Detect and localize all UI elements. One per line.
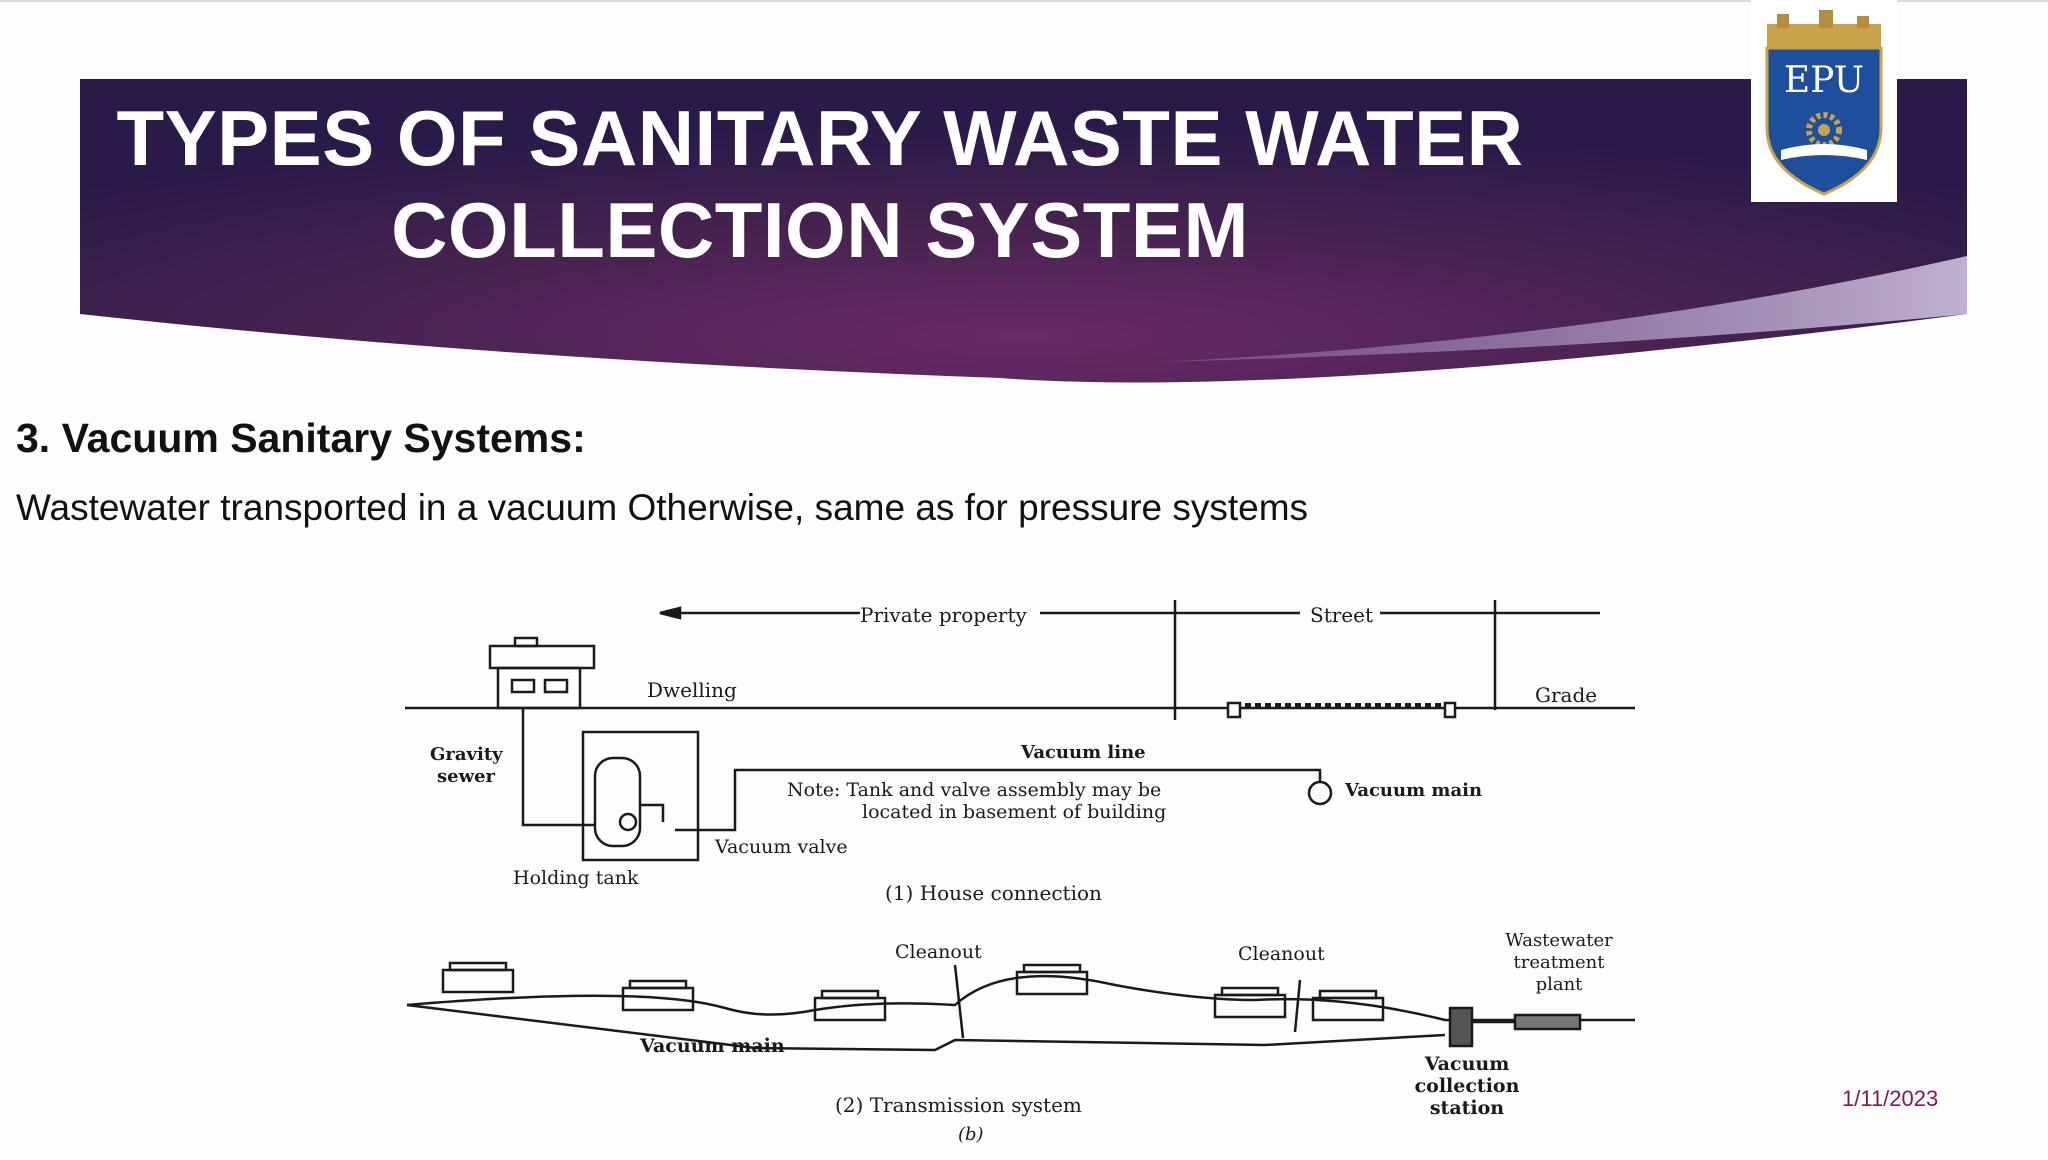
- slide-date: 1/11/2023: [1842, 1086, 1939, 1111]
- private-property-label: Private property: [860, 603, 1028, 627]
- vacuum-main-top-label: Vacuum main: [1344, 780, 1482, 801]
- vacuum-main-pipe: [406, 1003, 1446, 1052]
- vacuum-line-label: Vacuum line: [1020, 742, 1146, 763]
- street-label: Street: [1310, 603, 1373, 627]
- house-connection-caption: (1) House connection: [885, 881, 1102, 905]
- logo-text: EPU: [1784, 60, 1864, 101]
- wwtp-line-3: plant: [1536, 974, 1584, 995]
- slide-title-line-1: TYPES OF SANITARY WASTE WATER: [116, 94, 1524, 182]
- transmission-caption: (2) Transmission system: [835, 1093, 1082, 1117]
- dwelling: [488, 636, 596, 710]
- epu-logo: EPU: [1751, 0, 1897, 202]
- station-line-2: collection: [1415, 1075, 1520, 1097]
- tank-enclosure: [581, 730, 700, 862]
- note-line-1: Note: Tank and valve assembly may be: [787, 779, 1161, 801]
- part-label: (b): [958, 1124, 984, 1145]
- section-body: Wastewater transported in a vacuum Other…: [16, 487, 1309, 528]
- station-line-1: Vacuum: [1424, 1053, 1510, 1075]
- vacuum-system-diagram: Private property Street Dwelling Grade G…: [405, 600, 1635, 1145]
- houses-row: [441, 961, 1385, 1022]
- slide-title: TYPES OF SANITARY WASTE WATER COLLECTION…: [80, 92, 1560, 276]
- vacuum-valve-label: Vacuum valve: [714, 836, 848, 858]
- gravity-label: Gravity: [430, 744, 503, 765]
- holding-tank: [593, 756, 642, 848]
- title-banner: [0, 0, 2048, 383]
- cleanout-label-2: Cleanout: [1238, 943, 1325, 965]
- vacuum-valve-icon: [618, 812, 638, 832]
- wwtp-line-1: Wastewater: [1505, 930, 1613, 951]
- slide-title-line-2: COLLECTION SYSTEM: [391, 186, 1249, 274]
- wwtp-line-2: treatment: [1513, 952, 1605, 973]
- section-heading: 3. Vacuum Sanitary Systems:: [16, 415, 586, 461]
- epu-shield-icon: EPU: [1765, 10, 1883, 196]
- wwtp-icon: [1513, 1013, 1582, 1031]
- note-line-2: located in basement of building: [862, 801, 1166, 823]
- vacuum-station-icon: [1448, 1006, 1474, 1048]
- cleanout-label-1: Cleanout: [895, 941, 982, 963]
- sewer-label: sewer: [437, 766, 496, 787]
- dwelling-label: Dwelling: [647, 678, 737, 702]
- grade-label: Grade: [1535, 683, 1597, 707]
- holding-tank-label: Holding tank: [513, 867, 639, 889]
- property-dimension-line: [659, 600, 1600, 720]
- station-line-3: station: [1430, 1097, 1504, 1119]
- vacuum-main-bottom-label: Vacuum main: [639, 1035, 785, 1057]
- transmission-grade: [406, 974, 1635, 1022]
- vacuum-main-icon: [1307, 780, 1333, 806]
